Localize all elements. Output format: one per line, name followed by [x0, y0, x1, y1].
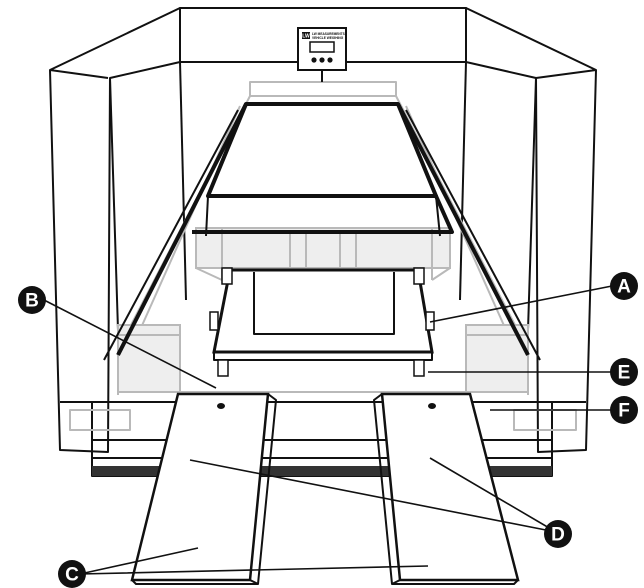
callout-e: E — [610, 358, 638, 386]
svg-text:LW: LW — [302, 34, 310, 40]
callout-b: B — [18, 286, 46, 314]
table-foot-right — [413, 359, 425, 377]
brand-logo — [302, 32, 310, 39]
ramp-left — [130, 392, 277, 585]
floor-base — [60, 401, 586, 477]
table-foot-left — [217, 359, 229, 377]
ramp-right-hole — [428, 403, 436, 409]
controller-button-1 — [311, 57, 317, 63]
weighing-platform — [103, 102, 541, 361]
controller-button-2 — [319, 57, 325, 63]
svg-text:VEHICLE WEIGHING: VEHICLE WEIGHING — [312, 36, 344, 40]
svg-text:D: D — [551, 525, 565, 546]
callout-a: A — [610, 272, 638, 300]
callout-c: C — [58, 560, 86, 588]
svg-text:F: F — [618, 401, 630, 422]
controller-screen — [309, 41, 335, 53]
svg-text:E: E — [618, 363, 631, 384]
svg-text:B: B — [25, 291, 39, 312]
lift-table — [209, 267, 435, 377]
ramp-left-hole — [217, 403, 225, 409]
svg-text:A: A — [617, 277, 631, 298]
svg-text:LW MEASUREMENTS: LW MEASUREMENTS — [312, 32, 345, 36]
enclosure-walls — [49, 7, 597, 453]
callout-lines — [43, 285, 613, 575]
controller-button-3 — [327, 57, 333, 63]
svg-text:C: C — [65, 565, 79, 586]
ramp-right — [373, 392, 520, 585]
callout-d: D — [544, 520, 572, 548]
callout-f: F — [610, 396, 638, 424]
weighing-controller: LW LW MEASUREMENTS VEHICLE WEIGHING — [297, 27, 347, 82]
